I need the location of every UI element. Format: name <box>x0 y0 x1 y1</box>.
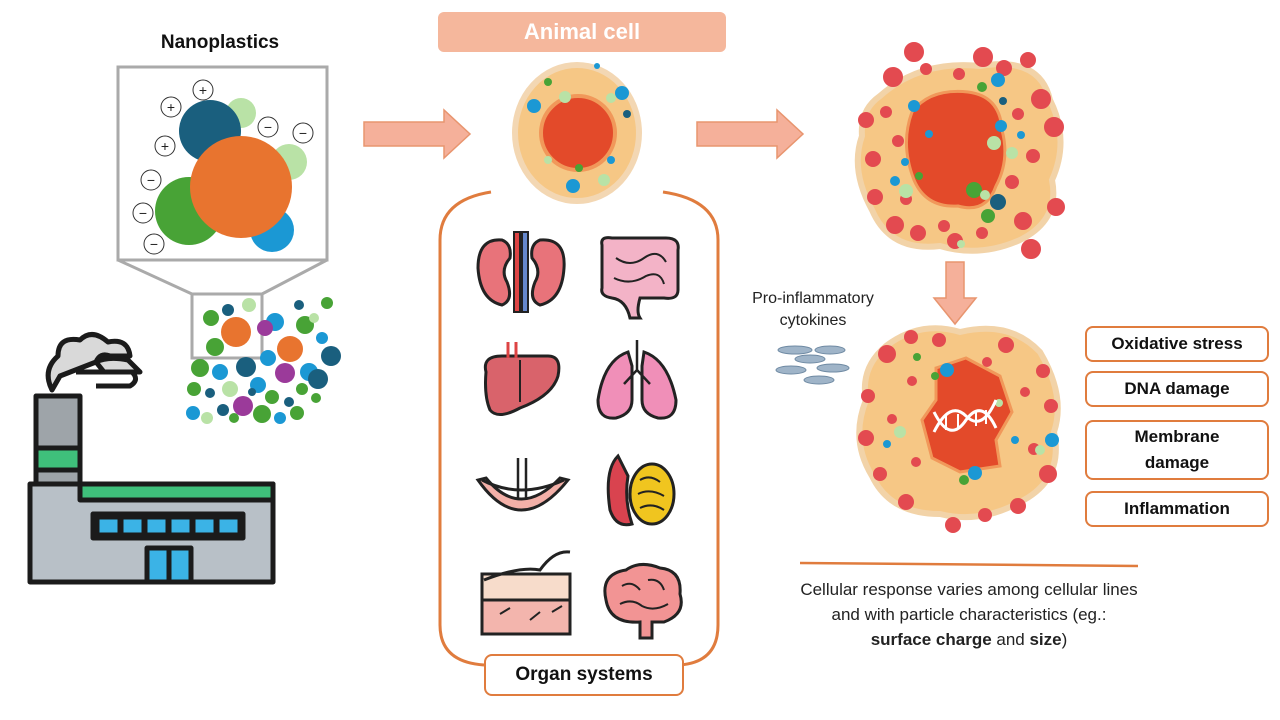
positive-charge-marker: + <box>160 96 182 118</box>
organ-systems-label: Organ systems <box>484 654 684 696</box>
testis-icon <box>606 453 676 527</box>
caption-bold-surface-charge: surface charge <box>870 630 992 649</box>
effect-oxidative-stress: Oxidative stress <box>1085 326 1269 362</box>
caption-part2: and <box>991 630 1030 649</box>
nanoparticle-cloud <box>186 297 341 424</box>
positive-charge-marker: + <box>192 79 214 101</box>
organ-systems-bracket <box>438 190 720 667</box>
caption-part3: ) <box>1061 630 1068 649</box>
animal-cell-header: Animal cell <box>438 12 726 52</box>
caption-bold-size: size <box>1029 630 1062 649</box>
caption-part1: Cellular response varies among cellular … <box>800 580 1138 624</box>
kidneys-icon <box>476 231 566 313</box>
effect-dna-damage: DNA damage <box>1085 371 1269 407</box>
svg-text:−: − <box>139 205 147 221</box>
nanoplastics-title: Nanoplastics <box>160 32 280 53</box>
negative-charge-marker: − <box>140 169 162 191</box>
nanoplastics-zoom-box: + + + − − − − − <box>116 65 329 360</box>
negative-charge-marker: − <box>132 202 154 224</box>
healthy-cell-icon <box>512 62 642 204</box>
dna-strand-icon <box>932 399 998 433</box>
svg-text:+: + <box>161 138 169 154</box>
svg-text:−: − <box>299 125 307 141</box>
effect-membrane-damage: Membrane damage <box>1085 420 1269 480</box>
brain-icon <box>603 563 683 640</box>
effect-inflammation: Inflammation <box>1085 491 1269 527</box>
arrow-down-to-damaged-cell <box>932 261 978 326</box>
negative-charge-marker: − <box>292 122 314 144</box>
skin-icon <box>480 550 572 636</box>
effect-membrane-line1: Membrane <box>1134 427 1220 446</box>
cytokines-icon <box>775 345 850 385</box>
svg-text:+: + <box>199 82 207 98</box>
factory-icon <box>27 332 276 585</box>
liver-icon <box>483 342 561 416</box>
damaged-cell-icon <box>856 325 1061 533</box>
svg-text:−: − <box>264 119 272 135</box>
lungs-icon <box>596 340 678 420</box>
diaphragm-icon <box>475 458 571 512</box>
arrow-to-affected-cell <box>696 108 805 160</box>
cytokines-label: Pro-inflammatory cytokines <box>728 288 898 332</box>
affected-cell-icon <box>854 42 1065 259</box>
negative-charge-marker: − <box>257 116 279 138</box>
intestine-icon <box>600 236 680 320</box>
cytokines-label-line1: Pro-inflammatory <box>752 290 874 307</box>
svg-text:+: + <box>167 99 175 115</box>
svg-text:−: − <box>150 236 158 252</box>
positive-charge-marker: + <box>154 135 176 157</box>
arrow-to-cell <box>363 108 472 160</box>
effect-membrane-line2: damage <box>1144 453 1210 472</box>
cytokines-label-line2: cytokines <box>779 312 847 329</box>
caption-text: Cellular response varies among cellular … <box>800 577 1138 652</box>
svg-text:−: − <box>147 172 155 188</box>
surface-charge-markers: + + + − − − − − <box>132 79 314 255</box>
negative-charge-marker: − <box>143 233 165 255</box>
caption-divider <box>799 561 1139 568</box>
